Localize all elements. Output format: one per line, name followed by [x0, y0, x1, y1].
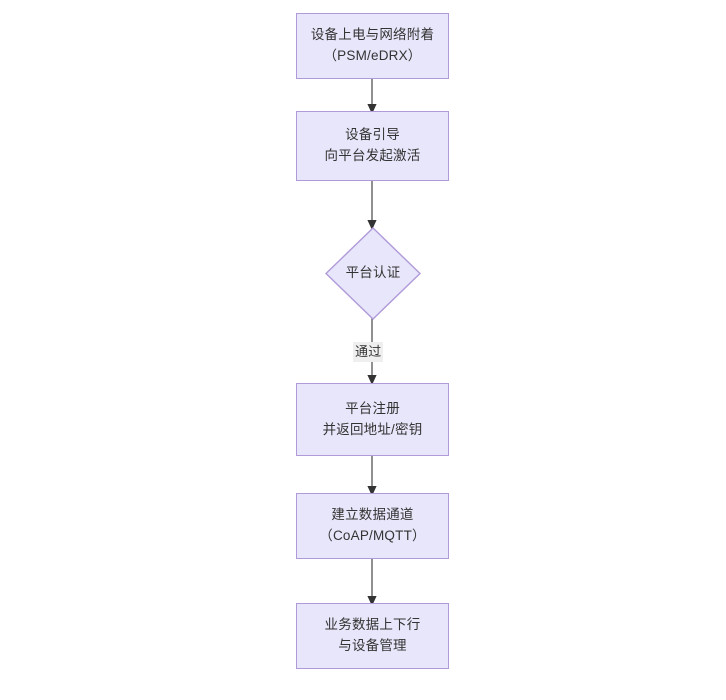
edge-label-pass: 通过	[353, 342, 384, 363]
node-establish-data-channel-line-1: 建立数据通道	[331, 507, 414, 523]
node-device-power-on-line-2: （PSM/eDRX）	[323, 48, 422, 63]
node-device-bootstrap-line-1: 设备引导	[345, 127, 400, 143]
node-business-data-uplink-downlink[interactable]: 业务数据上下行 与设备管理	[296, 603, 449, 669]
connector-arrow-n1-n2	[367, 76, 377, 114]
node-device-power-on-line-1: 设备上电与网络附着	[310, 27, 435, 43]
node-platform-register-line-1: 平台注册	[345, 400, 400, 416]
node-platform-auth-label: 平台认证	[345, 265, 401, 281]
node-platform-register-line-2: 并返回地址/密钥	[322, 421, 423, 437]
connector-arrow-n5-n6	[367, 556, 377, 606]
node-device-power-on[interactable]: 设备上电与网络附着 （PSM/eDRX）	[296, 13, 449, 79]
diamond-shape	[325, 227, 421, 320]
node-device-bootstrap[interactable]: 设备引导 向平台发起激活	[296, 111, 449, 181]
node-establish-data-channel-line-2: （CoAP/MQTT）	[319, 528, 426, 543]
node-platform-auth-decision[interactable]: 平台认证	[325, 227, 421, 320]
node-business-data-line-1: 业务数据上下行	[324, 617, 421, 633]
node-business-data-line-2: 与设备管理	[338, 638, 407, 653]
node-establish-data-channel[interactable]: 建立数据通道 （CoAP/MQTT）	[296, 493, 449, 559]
node-platform-register[interactable]: 平台注册 并返回地址/密钥	[296, 383, 449, 456]
connector-arrow-n4-n5	[367, 453, 377, 496]
node-device-bootstrap-line-2: 向平台发起激活	[324, 148, 421, 163]
connector-arrow-n2-n3	[367, 178, 377, 230]
